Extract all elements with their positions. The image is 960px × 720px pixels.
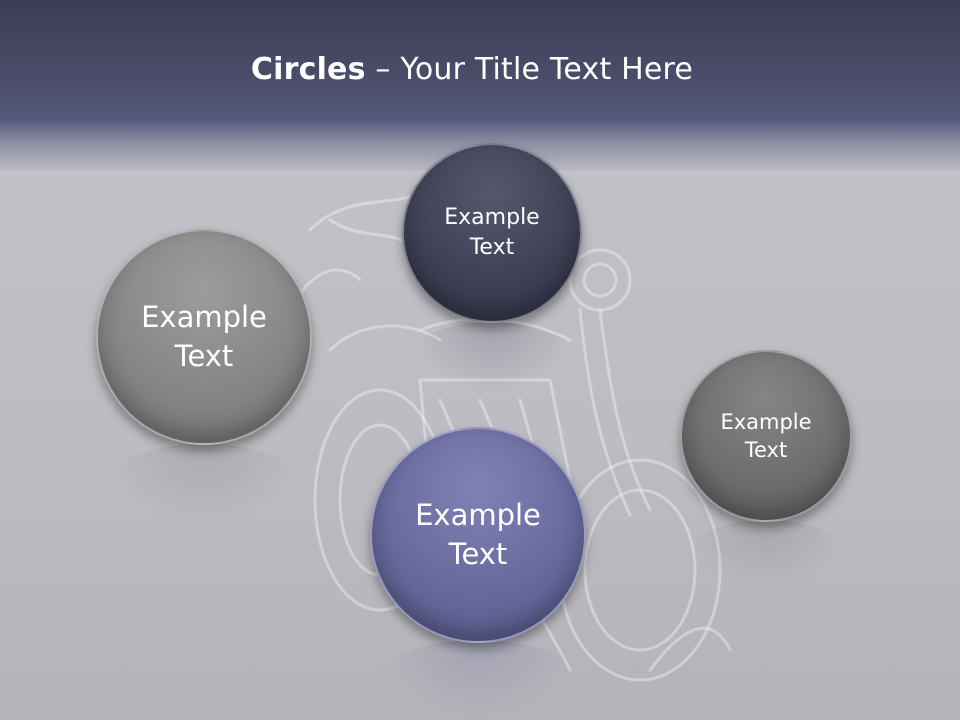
circle-label: Example Text [444, 205, 540, 260]
title-bold: Circles [250, 52, 366, 87]
circle-left-gray[interactable]: Example Text [96, 229, 312, 445]
title-bar: Circles – Your Title Text Here [0, 0, 960, 170]
circle-top-dark[interactable]: Example Text [402, 143, 582, 323]
circle-right-gray[interactable]: Example Text [680, 350, 852, 522]
circle-label: Example Text [720, 409, 812, 462]
circle-label: Example Text [141, 299, 267, 373]
circle-bottom-blue[interactable]: Example Text [370, 427, 586, 643]
title-rest: – Your Title Text Here [365, 52, 694, 87]
circle-label: Example Text [415, 497, 541, 571]
slide-title[interactable]: Circles – Your Title Text Here [0, 52, 944, 87]
